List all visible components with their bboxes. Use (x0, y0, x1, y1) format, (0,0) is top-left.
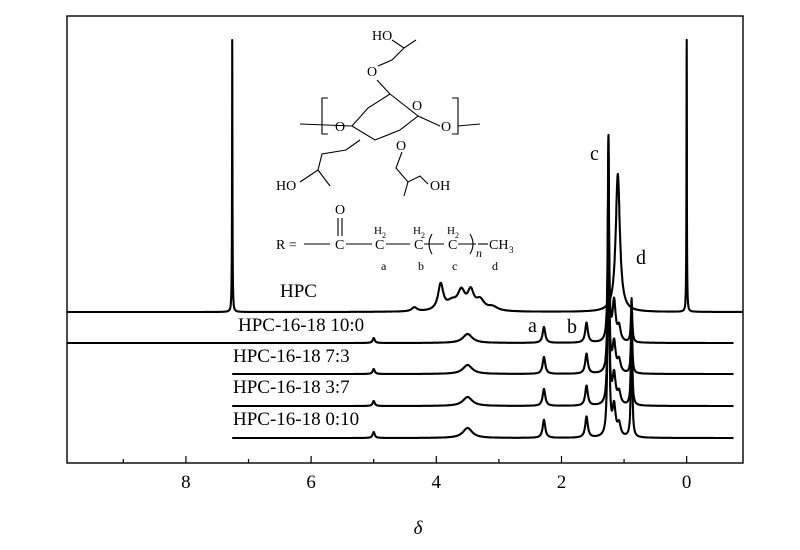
structure-o1: O (367, 65, 377, 80)
x-tick-label-4: 0 (682, 472, 692, 493)
structure-o-left: O (335, 120, 345, 135)
structure-ring-o: O (412, 99, 422, 114)
peak-label-c: c (590, 143, 599, 165)
structure-top-chain (377, 39, 417, 67)
structure-label-d: d (492, 259, 498, 273)
structure-bond-end (457, 123, 481, 127)
structure-link-o1 (376, 79, 391, 95)
structure-c2: C (375, 238, 384, 253)
structure-r-label: R = (276, 238, 297, 253)
structure-h2b-sub: 2 (421, 231, 425, 240)
structure-c4: C (448, 238, 457, 253)
structure-ch3-sub: 3 (509, 245, 514, 255)
spectrum-line-3 (231, 151, 735, 408)
spectrum-line-1 (66, 137, 735, 345)
x-axis-ticks: 8 6 4 2 0 (122, 456, 692, 493)
spectrum-line-0 (66, 38, 744, 314)
series-label-4: HPC-16-18 0:10 (233, 409, 359, 430)
peak-label-d: d (636, 247, 646, 269)
series-label-3: HPC-16-18 3:7 (233, 377, 350, 398)
x-axis-label: δ (414, 518, 424, 539)
chemical-structure: HO O O O O HO O OH R = O C H 2 C H 2 (276, 29, 514, 273)
structure-n: n (476, 246, 482, 260)
peak-label-b: b (567, 316, 577, 338)
structure-h2a: H (374, 225, 382, 237)
spectrum-line-2 (231, 149, 735, 376)
peak-annotations: a b c d (528, 143, 646, 338)
structure-ho-top: HO (372, 29, 392, 44)
series-label-2: HPC-16-18 7:3 (233, 346, 350, 367)
series-label-1: HPC-16-18 10:0 (238, 315, 364, 336)
structure-left-chain (299, 139, 361, 187)
peak-label-a: a (528, 315, 537, 337)
structure-c3: C (414, 238, 423, 253)
structure-right-chain (395, 151, 429, 197)
x-tick-label-1: 6 (306, 472, 316, 493)
structure-h2c-sub: 2 (455, 231, 459, 240)
structure-oh-right: OH (430, 179, 450, 194)
structure-ch3: CH (489, 238, 508, 253)
structure-ring (351, 93, 419, 141)
x-tick-label-3: 2 (557, 472, 567, 493)
structure-c1: C (335, 238, 344, 253)
series-label-0: HPC (280, 281, 317, 302)
structure-bond-left (299, 123, 353, 127)
x-tick-label-2: 4 (432, 472, 442, 493)
structure-bond-right (417, 115, 441, 127)
structure-label-a: a (381, 259, 387, 273)
structure-h2c: H (447, 225, 455, 237)
structure-h2a-sub: 2 (382, 231, 386, 240)
structure-carbonyl-o: O (335, 203, 345, 218)
structure-bracket-left (321, 97, 328, 135)
x-tick-label-0: 8 (181, 472, 191, 493)
structure-ho-left: HO (276, 179, 296, 194)
structure-label-c: c (452, 259, 457, 273)
plot-frame (66, 15, 744, 464)
structure-h2b: H (413, 225, 421, 237)
structure-paren-close (469, 233, 474, 255)
structure-o-bottom: O (396, 139, 406, 154)
structure-label-b: b (418, 259, 424, 273)
spectrum-traces (66, 38, 744, 440)
structure-bracket-right (452, 97, 459, 135)
structure-o-right: O (441, 120, 451, 135)
spectrum-line-4 (231, 133, 735, 440)
